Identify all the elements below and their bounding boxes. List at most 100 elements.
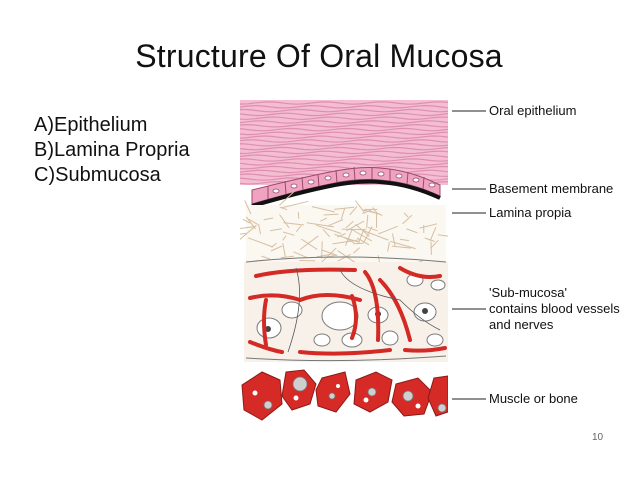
collagen-fiber [367,226,378,232]
collagen-fiber [429,227,437,242]
collagen-fiber [240,232,247,235]
collagen-fiber [372,207,379,215]
leader-lines [452,110,486,400]
collagen-fiber [321,249,338,257]
list-item-lamina-propria: B)Lamina Propria [34,139,190,161]
collagen-fiber [424,237,435,242]
epithelium-stratum-line [240,104,448,109]
epithelium-stratum-line [240,108,448,113]
collagen-fiber [399,238,409,242]
list-item-submucosa: C)Submucosa [34,164,161,186]
collagen-fiber [345,220,354,229]
collagen-fiber [295,225,302,233]
submucosa-layer [244,256,448,362]
collagen-fiber [337,233,346,238]
epithelium-stratum-line [240,146,448,151]
collagen-fiber [248,218,260,226]
slide-number: 10 [592,432,604,443]
collagen-fiber [341,228,367,231]
collagen-fiber [316,224,342,234]
epithelium-stratum-line [240,112,448,117]
collagen-fiber [322,229,331,238]
epithelium-stratum-line [240,142,448,147]
collagen-fiber [354,200,366,214]
collagen-fiber [321,241,323,259]
epithelium-stratum-line [240,135,448,140]
collagen-fiber [406,228,418,234]
epithelium-stratum-line [240,127,448,132]
collagen-fiber [321,247,337,263]
collagen-fiber [293,251,308,259]
collagen-fiber [403,212,409,218]
epithelium-stratum-line [240,161,448,166]
collagen-fiber [387,242,390,252]
collagen-fiber [437,234,448,237]
basement-membrane-line [251,179,441,208]
collagen-fiber [279,206,288,211]
collagen-fiber [320,217,328,222]
collagen-fiber [345,229,353,246]
collagen-fiber [419,223,438,229]
epithelium-stratum-line [240,154,448,159]
collagen-fiber [349,206,358,216]
collagen-fiber [280,255,294,259]
collagen-fiber [351,229,373,242]
collagen-fiber [363,230,389,241]
collagen-fiber [357,237,370,246]
collagen-fiber [297,212,300,219]
muscle-bone-layer [240,365,448,425]
slide-title: Structure Of Oral Mucosa [135,38,503,74]
collagen-fiber [337,253,351,262]
list-item-epithelium: A)Epithelium [34,114,148,136]
collagen-fiber [362,209,371,215]
label-oral-epithelium: Oral epithelium [489,103,576,118]
label-basement-membrane: Basement membrane [489,181,613,196]
label-submucosa-line3: and nerves [489,317,554,332]
label-submucosa-line2: contains blood vessels [489,301,620,316]
collagen-fiber [279,214,290,229]
collagen-fiber [261,255,270,260]
collagen-fiber [402,214,413,225]
epithelium-stratum-line [240,116,448,121]
collagen-fiber [327,219,344,227]
collagen-fiber [340,207,346,220]
epithelium-stratum-line [240,150,448,155]
epithelium-stratum-line [240,139,448,143]
collagen-fiber [258,225,262,235]
collagen-fiber [242,218,251,224]
collagen-fiber [430,239,439,249]
collagen-fiber [240,225,257,229]
epithelium-stratum-line [240,101,448,105]
collagen-fiber [306,222,334,228]
collagen-fiber [355,223,370,237]
collagen-fiber [244,200,252,215]
collagen-fiber [353,247,360,254]
collagen-fiber [282,231,295,236]
collagen-fiber [346,220,365,232]
epithelium-stratum-line [240,165,448,170]
collagen-fiber [316,253,334,258]
epithelium-stratum-line [240,123,448,128]
collagen-fiber [301,238,318,250]
lamina-propria-layer [240,189,448,273]
collagen-fiber [334,206,355,210]
collagen-fiber [299,235,319,250]
collagen-fiber [391,245,412,249]
epithelium-stratum-line [240,120,448,124]
label-muscle-bone: Muscle or bone [489,391,578,406]
collagen-fiber [263,217,274,221]
collagen-fiber [369,210,383,216]
epithelium-stratum-line [240,158,448,162]
label-submucosa-line1: 'Sub-mucosa' [489,285,567,300]
collagen-fiber [240,225,257,240]
collagen-fiber [378,225,398,235]
collagen-fiber [270,228,282,232]
collagen-fiber [337,250,356,263]
collagen-fiber [270,245,283,252]
collagen-fiber [282,235,287,241]
basal-cell-layer [251,166,441,205]
collagen-fiber [323,213,339,216]
collagen-fiber [332,239,359,245]
collagen-fiber [362,226,373,244]
